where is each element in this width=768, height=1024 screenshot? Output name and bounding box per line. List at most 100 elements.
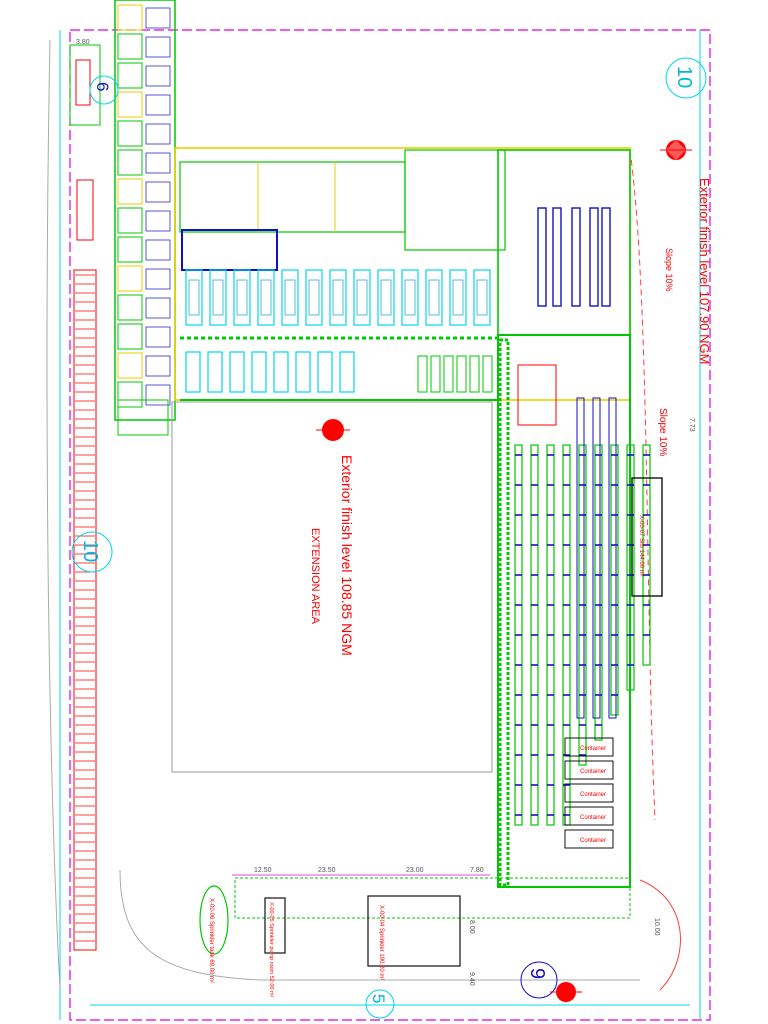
cyan-machines (180, 269, 500, 401)
sprinkler-label-group: X-00-04 Sprinkler 190.20 m² (378, 905, 384, 980)
conveyor-block (181, 229, 278, 271)
sprinkler-room (367, 895, 461, 967)
machine-lower (317, 351, 333, 393)
dim-mid-group: 8.00 (468, 920, 475, 934)
office-room (117, 207, 143, 234)
office-room-inner (145, 239, 171, 261)
dim-right: 10.00 (653, 918, 660, 936)
office-room (117, 381, 143, 408)
container-box (564, 783, 614, 803)
office-room (117, 149, 143, 176)
machine-green (417, 355, 428, 393)
machine (209, 269, 227, 326)
extension-area (171, 401, 493, 773)
container-box (564, 760, 614, 780)
entrance-inner (75, 59, 91, 106)
dim-1: 12.50 (254, 867, 272, 874)
tank-label-group: X-00-06 Sprinkler tank 69.00 m² (208, 898, 214, 983)
machine (281, 269, 299, 326)
exterior-level-north: Exterior finish level 107.90 NGM (697, 178, 712, 364)
dim-2: 23.50 (318, 867, 336, 874)
warehouse-wall-left (498, 338, 510, 887)
road-curve-red (639, 879, 681, 991)
axis-ten-left-group: 10 (79, 540, 101, 562)
office-room-inner (145, 355, 171, 377)
dim-top: 3.80 (76, 39, 90, 46)
rack-north (537, 207, 547, 307)
axis-ten-top: 10 (673, 66, 695, 88)
machine (449, 269, 467, 326)
slope-top: Slope 10% (664, 248, 674, 292)
exterior-level-center: Exterior finish level 108.85 NGM (339, 455, 355, 656)
level-marker-south (550, 982, 582, 1002)
office-room-inner (145, 384, 171, 406)
technical-rooms (404, 149, 506, 251)
silo-zone (631, 477, 663, 597)
axis-bubble-ten-left (71, 531, 113, 573)
upper-rooms (179, 161, 406, 233)
pump-room (264, 897, 286, 954)
office-room (117, 4, 143, 31)
rack-south (610, 444, 619, 716)
container-boxes: ContainerContainerContainerContainerCont… (564, 737, 614, 849)
axis-ten-top-group: 10 (673, 66, 695, 88)
dim-3: 23.00 (406, 867, 424, 874)
office-room-inner (145, 297, 171, 319)
machine-green (482, 355, 493, 393)
dim-side-group: 7.73 (688, 418, 695, 432)
machine-core (404, 279, 416, 316)
axis-ten-left: 10 (79, 540, 101, 562)
machine-green (443, 355, 454, 393)
machine-green (469, 355, 480, 393)
office-room-inner (145, 36, 171, 58)
axis-bubble-nine (520, 961, 558, 999)
machine-lower (295, 351, 311, 393)
axis-nine-group: 9 (526, 968, 548, 979)
dim-low: 9.40 (468, 972, 475, 986)
rack-blue (576, 397, 585, 719)
property-boundary (69, 29, 711, 1021)
machine (353, 269, 371, 326)
container-box (564, 737, 614, 757)
container-label: Container (580, 838, 606, 844)
machine (425, 269, 443, 326)
loading-grid (517, 364, 557, 426)
warehouse-south (497, 334, 631, 888)
machine-lower (273, 351, 289, 393)
container-label: Container (580, 746, 606, 752)
rack-north (601, 207, 611, 307)
office-room (117, 62, 143, 89)
axis-six-group: 6 (93, 82, 112, 91)
machine-green (430, 355, 441, 393)
machine-lower (207, 351, 223, 393)
machine-lower (185, 351, 201, 393)
parking-stalls (75, 274, 95, 942)
exterior-level-north-group: Exterior finish level 107.90 NGM (697, 178, 712, 364)
machine (329, 269, 347, 326)
machine-core (428, 279, 440, 316)
pump-label-group: X-00-05 Sprinkler pump room 52.00 m² (268, 902, 274, 998)
office-room (117, 33, 143, 60)
axis-six: 6 (93, 82, 112, 91)
office-room (117, 178, 143, 205)
extension-label: EXTENSION AREA (309, 528, 321, 625)
machine (305, 269, 323, 326)
sprinkler-tank (199, 885, 229, 955)
machine-core (284, 279, 296, 316)
office-room-inner (145, 7, 171, 29)
office-room (117, 91, 143, 118)
rack-blue (592, 397, 601, 719)
machine-core (452, 279, 464, 316)
truck-route-right (629, 149, 656, 821)
machine-lower (229, 351, 245, 393)
machine-core (476, 279, 488, 316)
machine-core (260, 279, 272, 316)
container-label: Container (580, 815, 606, 821)
road-curve-bottom (119, 869, 640, 981)
dim-4: 7.80 (470, 867, 484, 874)
office-room-inner (145, 152, 171, 174)
dim-low-group: 9.40 (468, 972, 475, 986)
office-room (117, 236, 143, 263)
machine (233, 269, 251, 326)
machine-core (380, 279, 392, 316)
